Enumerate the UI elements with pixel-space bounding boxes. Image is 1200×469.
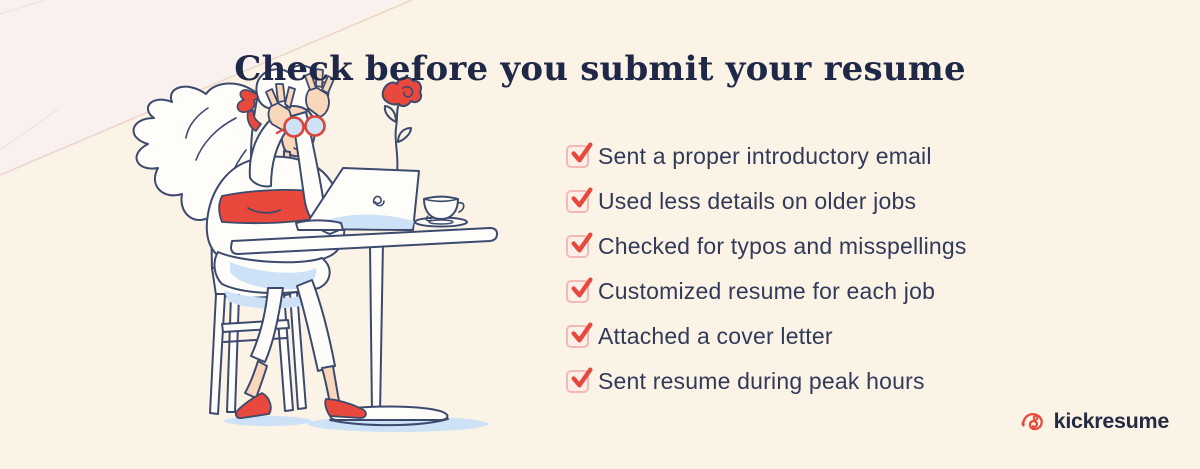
legs xyxy=(213,251,340,404)
checkbox-checked[interactable] xyxy=(566,277,593,303)
check-icon xyxy=(571,367,593,388)
check-icon xyxy=(571,322,593,343)
hair-ribbon xyxy=(236,89,262,132)
background-swoosh xyxy=(0,0,413,178)
checkbox-checked[interactable] xyxy=(566,142,593,168)
checklist-item: Sent a proper introductory email xyxy=(566,142,967,171)
checklist-item-label: Sent a proper introductory email xyxy=(598,143,932,169)
glasses xyxy=(275,115,326,138)
checklist-item-label: Customized resume for each job xyxy=(598,278,936,304)
flower xyxy=(381,76,423,173)
laptop xyxy=(295,167,420,231)
checklist-item-label: Used less details on older jobs xyxy=(598,188,917,214)
woman-at-laptop-illustration xyxy=(132,64,498,432)
checklist-item: Checked for typos and misspellings xyxy=(566,232,967,261)
page-title: Check before you submit your resume xyxy=(234,48,966,89)
checklist-item: Used less details on older jobs xyxy=(566,187,967,216)
checklist: Sent a proper introductory email Used le… xyxy=(566,142,967,412)
checklist-item: Customized resume for each job xyxy=(566,277,967,306)
checklist-item: Sent resume during peak hours xyxy=(566,367,967,396)
kickresume-logo[interactable]: kickresume xyxy=(1018,408,1169,435)
checkbox-checked[interactable] xyxy=(566,322,593,348)
coffee-cup xyxy=(414,195,468,228)
check-icon xyxy=(571,232,593,253)
checklist-item: Attached a cover letter xyxy=(566,322,967,351)
checkbox-checked[interactable] xyxy=(566,187,593,213)
check-icon xyxy=(571,187,593,208)
arms xyxy=(248,111,347,235)
check-icon xyxy=(571,277,593,298)
checklist-item-label: Sent resume during peak hours xyxy=(598,368,925,394)
shoes xyxy=(235,392,367,420)
brand-name: kickresume xyxy=(1053,409,1170,433)
checkbox-checked[interactable] xyxy=(566,367,593,393)
check-icon xyxy=(571,142,593,163)
checklist-item-label: Checked for typos and misspellings xyxy=(598,233,967,259)
chameleon-icon xyxy=(1021,413,1043,431)
checkbox-checked[interactable] xyxy=(566,232,593,258)
checklist-item-label: Attached a cover letter xyxy=(598,323,833,349)
